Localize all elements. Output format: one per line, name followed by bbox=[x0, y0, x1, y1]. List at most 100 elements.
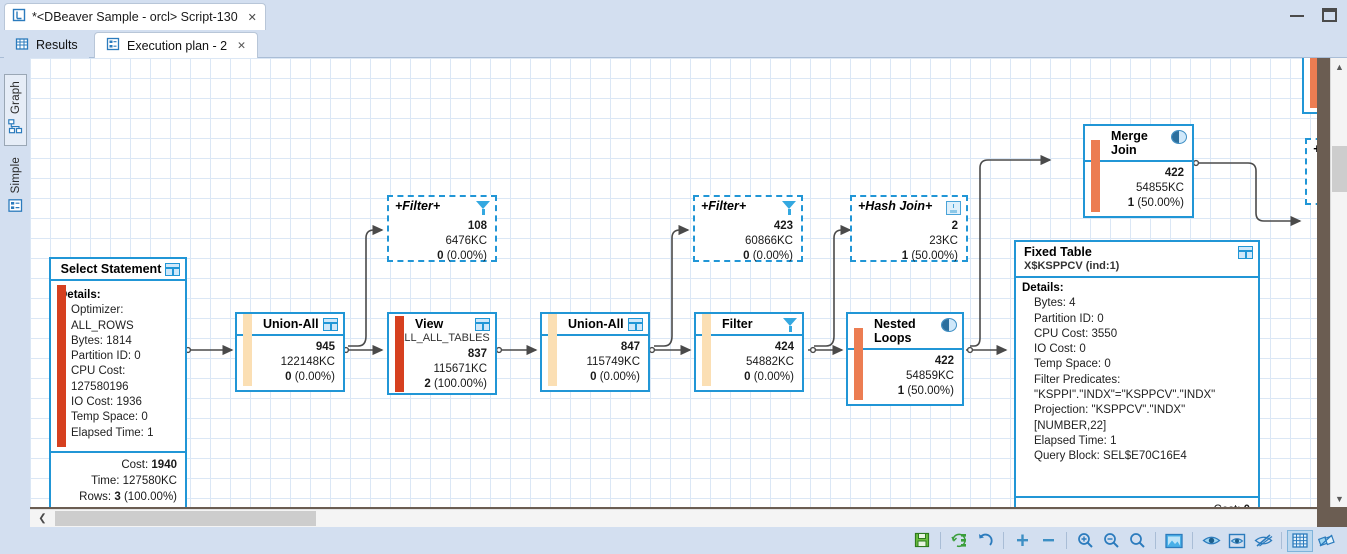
cost-value: 422 bbox=[1164, 167, 1184, 179]
node-select-statement[interactable]: Select Statement Details: Optimizer: ALL… bbox=[49, 257, 187, 507]
node-union-all-2[interactable]: Union-All 847 115749KC 0 (0.00%) bbox=[540, 312, 650, 392]
node-footer: Cost: 1940 Time: 127580KC Rows: 3 (100.0… bbox=[51, 450, 185, 507]
rail-item-graph[interactable]: Graph bbox=[4, 74, 27, 146]
rows-value: 0 bbox=[285, 371, 292, 384]
node-filter-plus-1[interactable]: +Filter+ 108 6476KC 0 (0.00%) bbox=[387, 195, 497, 262]
node-header: +Filter+ bbox=[389, 197, 495, 215]
node-body: 422 54859KC 1 (50.00%) bbox=[848, 328, 962, 404]
time-label: Time: bbox=[91, 474, 120, 487]
node-body bbox=[1304, 58, 1317, 112]
node-title: +Filter+ bbox=[395, 199, 441, 213]
node-title: Union-All bbox=[568, 317, 624, 331]
time-value: 115671KC bbox=[433, 363, 488, 376]
node-fixed-table[interactable]: Fixed Table X$KSPPCV (ind:1) Details: By… bbox=[1014, 240, 1260, 507]
close-icon[interactable]: ✕ bbox=[237, 39, 246, 52]
rows-value: 1 bbox=[901, 250, 909, 263]
editor-title-label: *<DBeaver Sample - orcl> Script-130 bbox=[32, 10, 238, 24]
detail-line: Partition ID: 0 bbox=[1034, 312, 1104, 325]
node-nested-loops[interactable]: Nested Loops 422 54859KC 1 (50.00%) bbox=[846, 312, 964, 406]
tab-results[interactable]: Results bbox=[4, 32, 89, 58]
editor-title-tab[interactable]: *<DBeaver Sample - orcl> Script-130 ✕ bbox=[4, 3, 266, 30]
join-icon bbox=[1171, 130, 1187, 144]
node-union-all-1[interactable]: Union-All 945 122148KC 0 (0.00%) bbox=[235, 312, 345, 392]
node-merge-join[interactable]: Merge Join 422 54855KC 1 (50.00%) bbox=[1083, 124, 1194, 218]
detail-line: IO Cost: 1936 bbox=[71, 395, 142, 408]
save-icon[interactable] bbox=[909, 530, 935, 552]
cost-label: Cost: bbox=[1214, 504, 1241, 507]
node-footer: Cost: 0 Time: 3KC Rows: 1 (50.00%) bbox=[1016, 496, 1258, 507]
node-hash-join-plus[interactable]: +Hash Join+ 2 23KC 1 (50.00%) bbox=[850, 195, 968, 262]
node-body: 108 6476KC 0 (0.00%) bbox=[389, 213, 495, 269]
rows-value: 1 bbox=[1127, 197, 1135, 210]
scroll-down-arrow-icon[interactable]: ▼ bbox=[1335, 493, 1344, 504]
cost-bar bbox=[702, 314, 711, 386]
node-partial-right[interactable]: +E bbox=[1305, 138, 1317, 205]
node-body: 423 60866KC 0 (0.00%) bbox=[695, 213, 801, 269]
rows-value: 0 bbox=[437, 250, 444, 263]
editor-tab-bar: Results Execution plan - 2 ✕ bbox=[0, 30, 1347, 58]
node-view[interactable]: View ALL_ALL_TABLES 837 115671KC 2 (100.… bbox=[387, 312, 497, 395]
footer-cost: Cost: 0 bbox=[1024, 502, 1250, 507]
details-header: Details: bbox=[1022, 282, 1064, 294]
hash-icon bbox=[946, 201, 961, 215]
detail-line: Temp Space: 0 bbox=[1034, 358, 1111, 371]
node-body: 422 54855KC 1 (50.00%) bbox=[1085, 140, 1192, 216]
undo-icon[interactable] bbox=[972, 530, 998, 552]
hide-icon[interactable] bbox=[1250, 530, 1276, 552]
toggle-grid-icon[interactable] bbox=[1287, 529, 1313, 552]
graph-toolbar bbox=[0, 527, 1347, 554]
detail-line: CPU Cost: 3550 bbox=[1034, 327, 1118, 340]
scroll-up-arrow-icon[interactable]: ▲ bbox=[1335, 61, 1344, 72]
node-details: Details: Optimizer: ALL_ROWS Bytes: 1814… bbox=[51, 285, 177, 447]
node-title: Merge Join bbox=[1111, 129, 1148, 157]
tab-results-label: Results bbox=[36, 38, 78, 52]
rows-pct: (50.00%) bbox=[1137, 197, 1184, 210]
node-title: View bbox=[415, 317, 444, 331]
plan-icon bbox=[106, 37, 120, 54]
title-bar: *<DBeaver Sample - orcl> Script-130 ✕ bbox=[0, 0, 1347, 30]
rows-pct: (50.00%) bbox=[911, 250, 958, 263]
time-value: 115749KC bbox=[586, 356, 641, 369]
plan-graph-canvas[interactable]: Select Statement Details: Optimizer: ALL… bbox=[30, 58, 1317, 507]
zoom-out-icon[interactable] bbox=[1098, 530, 1124, 552]
close-icon[interactable]: ✕ bbox=[247, 11, 257, 24]
fit-window-icon[interactable] bbox=[1161, 530, 1187, 552]
zoom-in-icon[interactable] bbox=[1072, 530, 1098, 552]
cost-value: 1940 bbox=[151, 458, 177, 471]
expand-icon[interactable] bbox=[1009, 530, 1035, 552]
footer-time: Time: 127580KC bbox=[59, 473, 177, 489]
cost-value: 837 bbox=[467, 348, 487, 360]
toolbar-separator bbox=[1066, 532, 1067, 549]
toolbar-separator bbox=[1155, 532, 1156, 549]
focus-icon[interactable] bbox=[1224, 530, 1250, 552]
vertical-scrollbar[interactable]: ▲ ▼ bbox=[1330, 58, 1347, 507]
horizontal-scrollbar[interactable]: ❮ bbox=[30, 509, 1317, 527]
time-value: 54882KC bbox=[746, 356, 794, 369]
node-title: Fixed Table bbox=[1024, 245, 1092, 259]
horizontal-scroll-thumb[interactable] bbox=[55, 511, 316, 526]
tab-execution-plan[interactable]: Execution plan - 2 ✕ bbox=[94, 32, 258, 58]
refresh-layout-icon[interactable] bbox=[946, 530, 972, 552]
time-value: 127580KC bbox=[122, 474, 177, 487]
collapse-icon[interactable] bbox=[1035, 530, 1061, 552]
node-stats: 837 115671KC 2 (100.00%) bbox=[397, 347, 487, 393]
rows-value: 0 bbox=[744, 371, 751, 384]
rows-value: 0 bbox=[743, 250, 750, 263]
node-filter-plus-2[interactable]: +Filter+ 423 60866KC 0 (0.00%) bbox=[693, 195, 803, 262]
rail-item-simple[interactable]: Simple bbox=[4, 151, 27, 224]
show-all-icon[interactable] bbox=[1198, 530, 1224, 552]
maximize-button[interactable] bbox=[1322, 8, 1337, 22]
graph-icon bbox=[8, 119, 23, 139]
rows-label: Rows: bbox=[79, 491, 112, 503]
zoom-reset-icon[interactable] bbox=[1124, 530, 1150, 552]
node-partial-top-right[interactable] bbox=[1302, 58, 1317, 114]
minimize-button[interactable] bbox=[1290, 13, 1304, 17]
filter-icon bbox=[783, 318, 797, 332]
node-stats: 847 115749KC 0 (0.00%) bbox=[550, 340, 641, 386]
vertical-scroll-thumb[interactable] bbox=[1332, 146, 1347, 192]
node-filter[interactable]: Filter 424 54882KC 0 (0.00%) bbox=[694, 312, 804, 392]
toggle-sync-icon[interactable] bbox=[1313, 530, 1339, 552]
scroll-left-arrow-icon[interactable]: ❮ bbox=[38, 513, 47, 524]
rows-pct: (100.00%) bbox=[123, 491, 177, 503]
